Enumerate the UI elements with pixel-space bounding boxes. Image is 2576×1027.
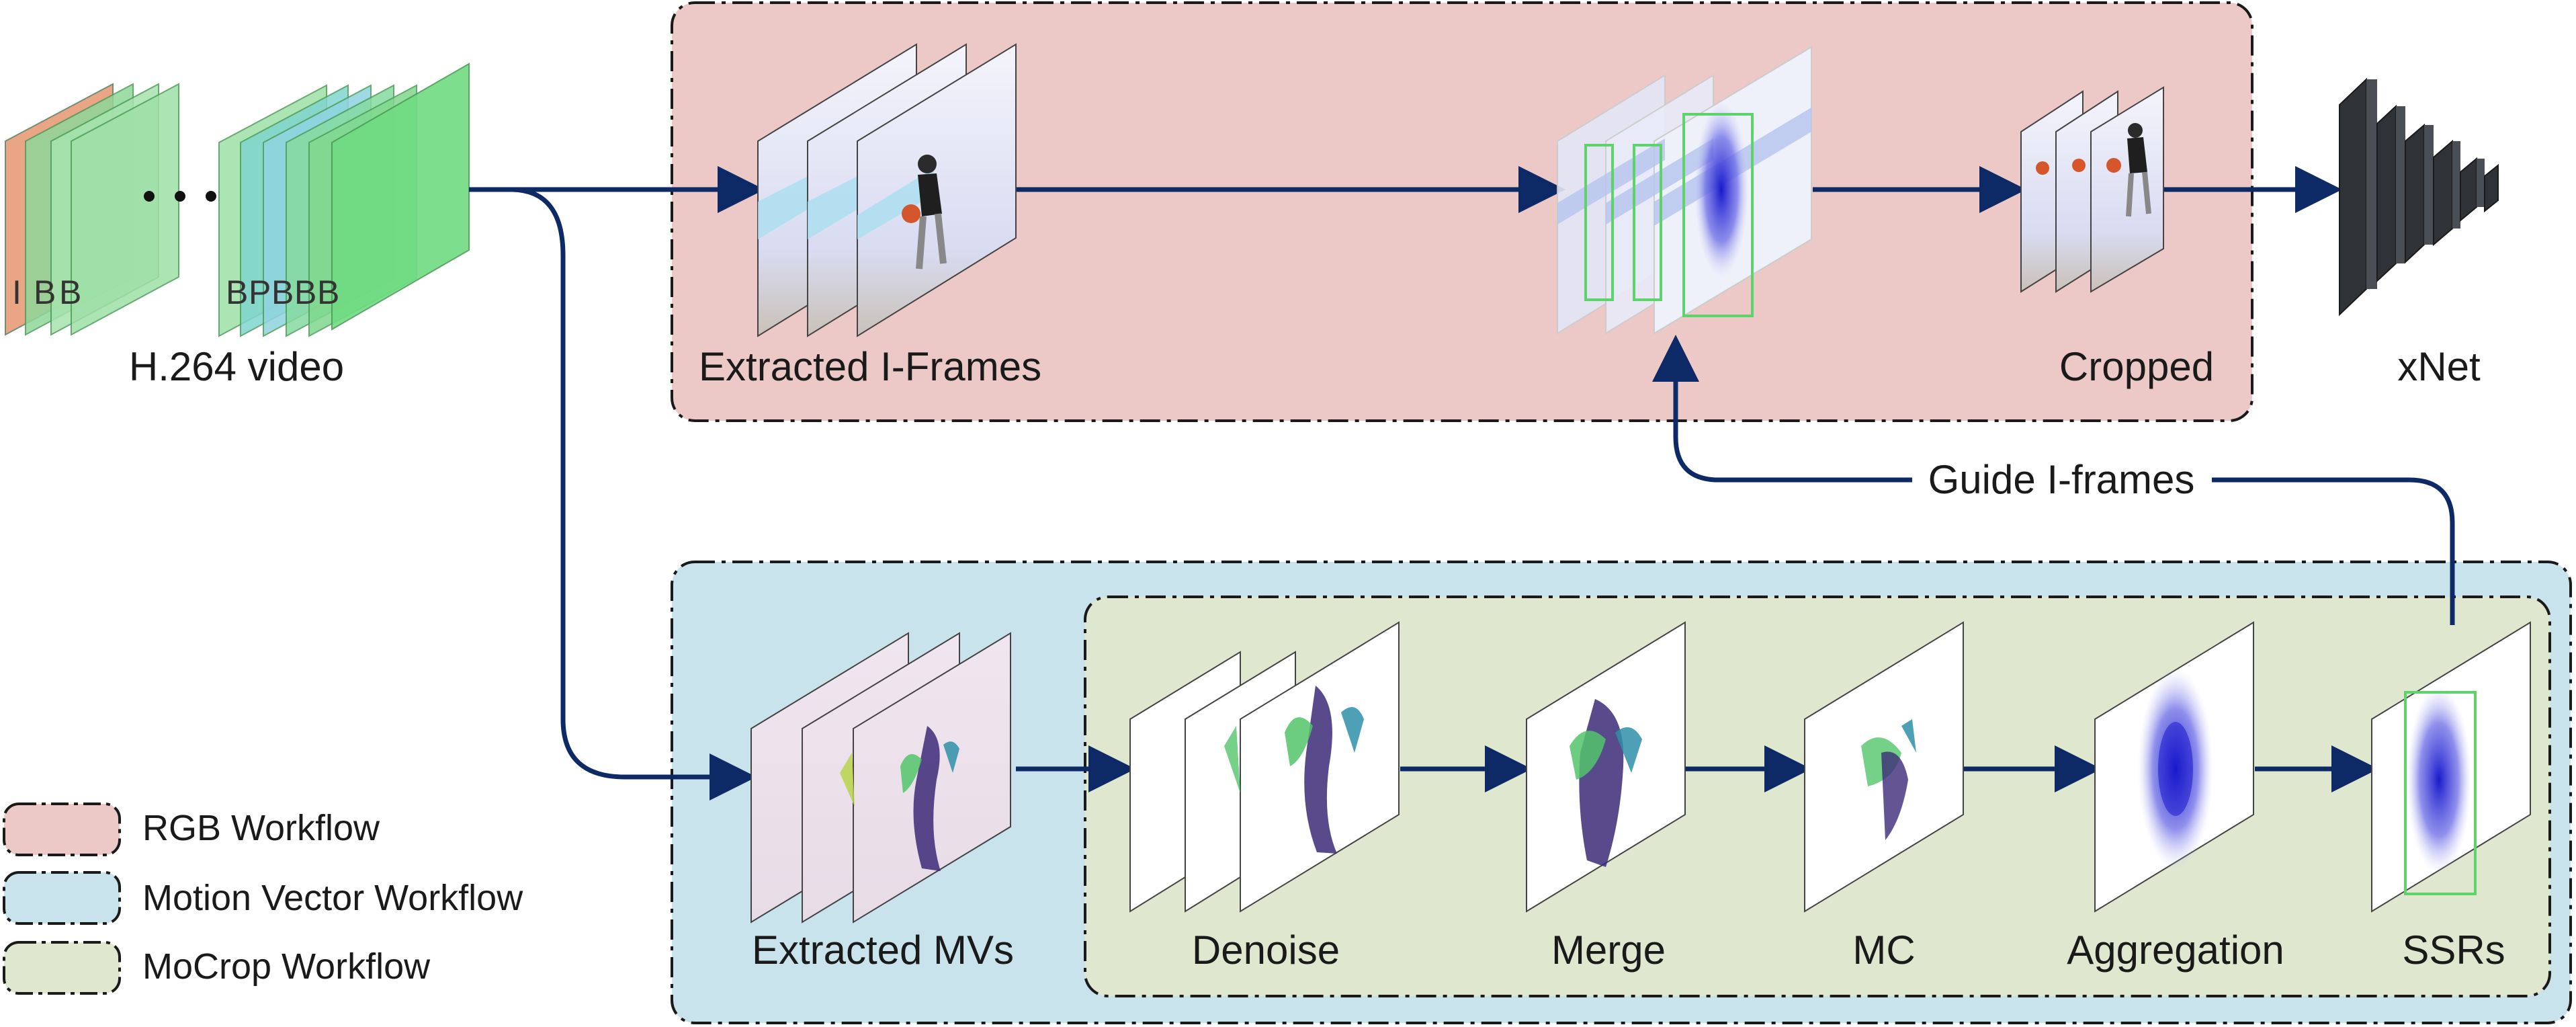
svg-text:B: B: [294, 274, 316, 311]
svg-text:Motion Vector Workflow: Motion Vector Workflow: [142, 878, 523, 918]
svg-text:B: B: [271, 274, 294, 311]
video-label: H.264 video: [129, 344, 344, 389]
svg-text:B: B: [59, 274, 81, 311]
mc-step-label: MC: [1852, 928, 1915, 973]
svg-text:B: B: [226, 274, 248, 311]
svg-text:P: P: [249, 274, 271, 311]
guide-label-background: [1912, 457, 2212, 503]
mc-thumbnail: [1804, 621, 1964, 913]
legend: RGB Workflow Motion Vector Workflow MoCr…: [3, 803, 523, 995]
video-frame-letters-right: B P B B B: [226, 274, 339, 311]
extracted-iframes-thumbnail: [757, 43, 1017, 337]
legend-item-rgb: RGB Workflow: [3, 803, 380, 856]
extracted-mvs-label: Extracted MVs: [752, 928, 1014, 973]
svg-text:B: B: [34, 274, 56, 311]
extracted-mvs-thumbnail: [750, 632, 1011, 923]
xnet-label: xNet: [2397, 344, 2481, 389]
cropped-thumbnail: [2020, 86, 2164, 293]
denoise-step-label: Denoise: [1192, 928, 1340, 973]
legend-item-mocrop: MoCrop Workflow: [3, 941, 431, 995]
extracted-iframes-label: Extracted I-Frames: [699, 344, 1041, 389]
xnet-network-icon: [2339, 77, 2499, 317]
guide-iframes-label: Guide I-frames: [1928, 457, 2195, 502]
video-frame-stack: [5, 63, 470, 337]
cropped-label: Cropped: [2059, 344, 2214, 389]
denoise-thumbnail: [1129, 621, 1400, 913]
ssrs-thumbnail: [2371, 621, 2531, 913]
arrow-video-to-mvs: [510, 187, 757, 800]
merge-thumbnail: [1526, 621, 1686, 913]
svg-text:MoCrop Workflow: MoCrop Workflow: [142, 946, 431, 987]
aggregation-thumbnail: [2094, 621, 2254, 913]
rgb-workflow-region: [671, 1, 2253, 422]
merge-step-label: Merge: [1551, 928, 1666, 973]
ssrs-step-label: SSRs: [2402, 928, 2505, 973]
video-frame-letters-left: I B B: [12, 274, 81, 311]
svg-text:RGB Workflow: RGB Workflow: [142, 808, 380, 848]
ellipsis-dots: [144, 191, 216, 202]
svg-text:I: I: [12, 274, 22, 311]
svg-text:B: B: [317, 274, 339, 311]
aggregation-step-label: Aggregation: [2067, 928, 2284, 973]
legend-item-motion-vector: Motion Vector Workflow: [3, 871, 523, 925]
guided-iframes-thumbnail: [1557, 46, 1812, 335]
